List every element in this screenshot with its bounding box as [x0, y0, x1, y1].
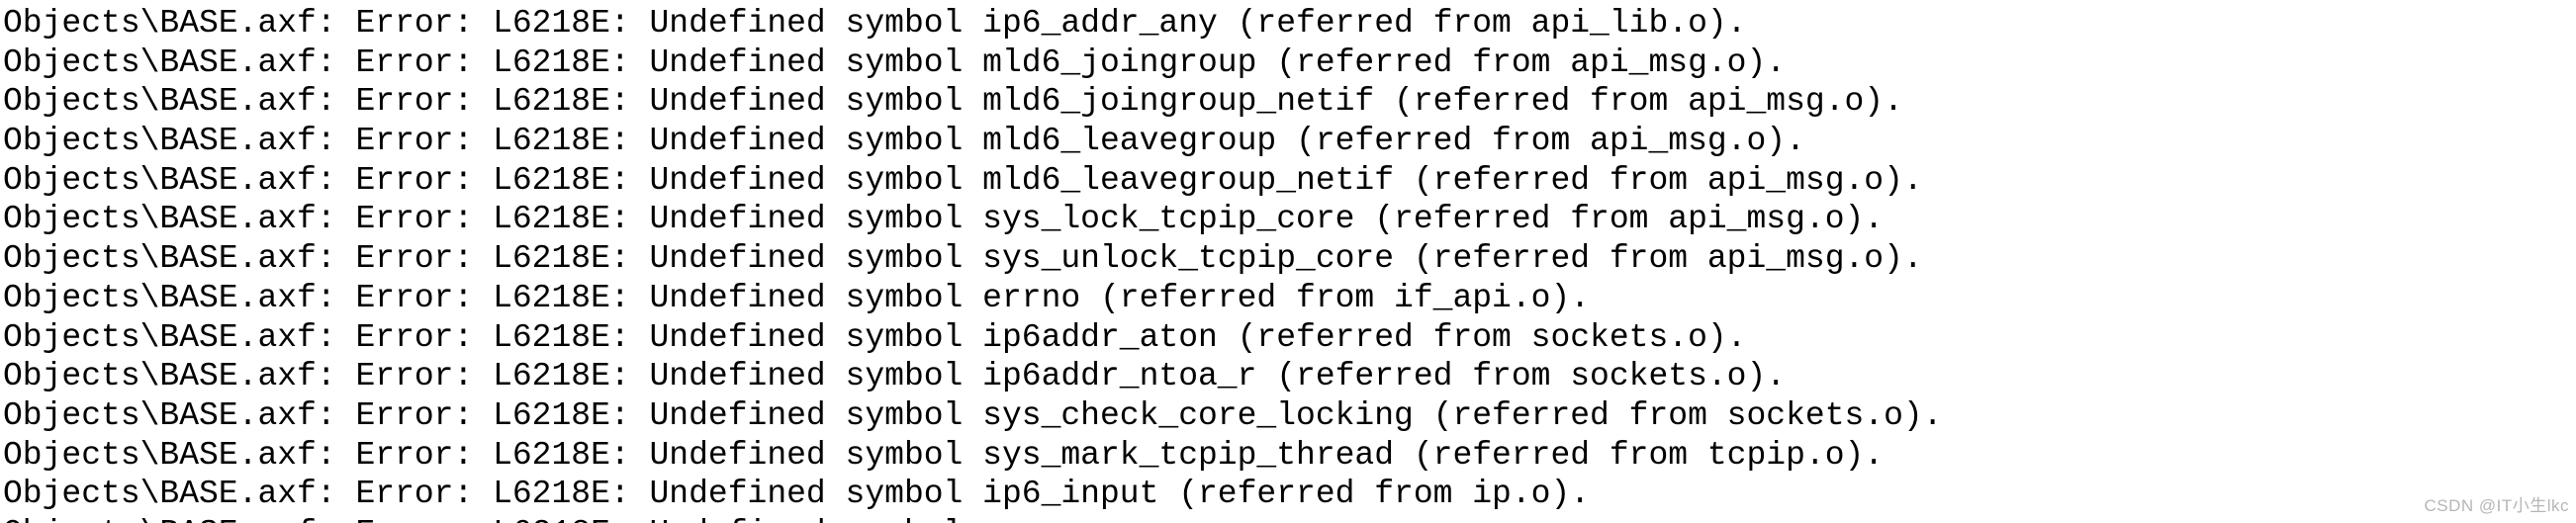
log-line: Objects\BASE.axf: Error: L6218E: Undefin… [3, 44, 1787, 81]
log-line: Objects\BASE.axf: Error: L6218E: Undefin… [3, 279, 1591, 316]
log-line: Objects\BASE.axf: Error: L6218E: Undefin… [3, 5, 1747, 42]
log-line: Objects\BASE.axf: Error: L6218E: Undefin… [3, 436, 1885, 474]
log-line-partial: Objects\BASE.axf: Error: L6218E: Undefin… [3, 514, 2576, 523]
log-line: Objects\BASE.axf: Error: L6218E: Undefin… [3, 161, 1923, 199]
log-line: Objects\BASE.axf: Error: L6218E: Undefin… [3, 476, 1591, 513]
log-line: Objects\BASE.axf: Error: L6218E: Undefin… [3, 358, 1787, 395]
log-line: Objects\BASE.axf: Error: L6218E: Undefin… [3, 123, 1805, 160]
log-line: Objects\BASE.axf: Error: L6218E: Undefin… [3, 83, 1903, 121]
log-line: Objects\BASE.axf: Error: L6218E: Undefin… [3, 396, 1943, 434]
log-line: Objects\BASE.axf: Error: L6218E: Undefin… [3, 318, 1747, 356]
log-line: Objects\BASE.axf: Error: L6218E: Undefin… [3, 201, 1885, 238]
log-line: Objects\BASE.axf: Error: L6218E: Undefin… [3, 240, 1923, 278]
